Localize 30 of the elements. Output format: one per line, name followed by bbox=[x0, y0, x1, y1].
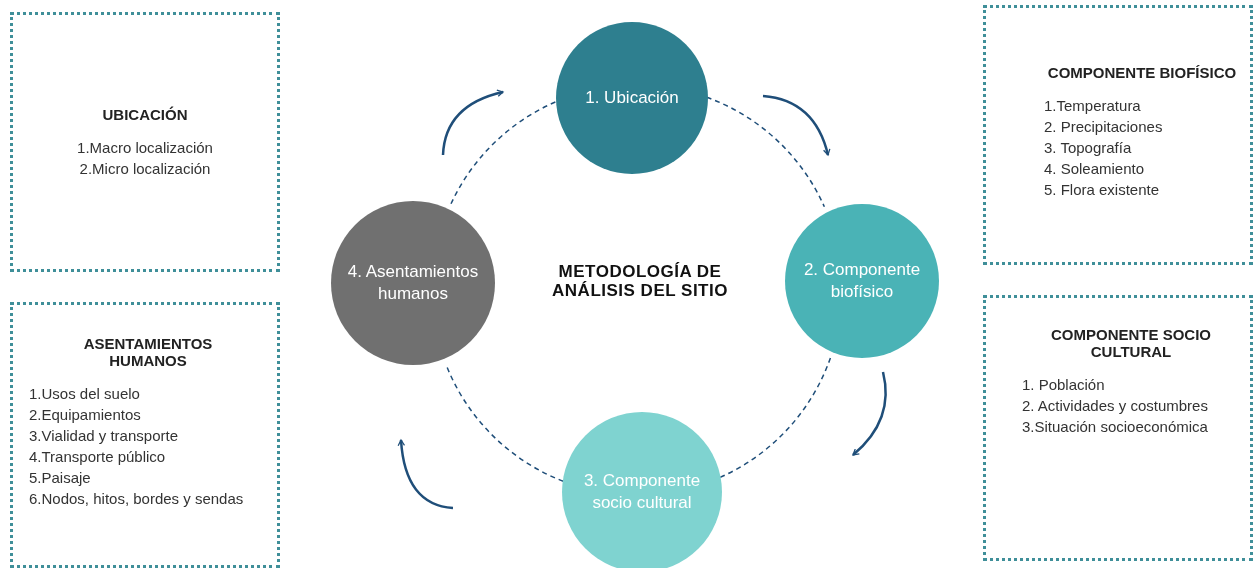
list-item: 2. Actividades y costumbres bbox=[1022, 396, 1208, 416]
info-box bbox=[983, 5, 1253, 265]
list-item: 5. Flora existente bbox=[1044, 180, 1160, 200]
list-item: 5.Paisaje bbox=[29, 468, 91, 488]
list-item: 4. Soleamiento bbox=[1044, 159, 1145, 179]
info-box bbox=[983, 295, 1253, 561]
step-label: 1. Ubicación bbox=[585, 87, 679, 109]
info-box bbox=[10, 302, 280, 568]
list-item: 3.Vialidad y transporte bbox=[29, 426, 178, 446]
info-box bbox=[10, 12, 280, 272]
list-item: 1.Usos del suelo bbox=[29, 384, 140, 404]
dashed-connector bbox=[719, 357, 832, 479]
step-label: 4. Asentamientos humanos bbox=[346, 261, 480, 305]
list-item: 1.Temperatura bbox=[1044, 96, 1141, 116]
step-label: 3. Componente socio cultural bbox=[582, 470, 702, 514]
list-item: 3.Situación socioeconómica bbox=[1022, 417, 1208, 437]
diagram-title: METODOLOGÍA DE ANÁLISIS DEL SITIO bbox=[551, 262, 729, 300]
step-label: 2. Componente biofísico bbox=[802, 259, 922, 303]
list-item: 1.Macro localización bbox=[77, 137, 213, 158]
box-heading: COMPONENTE BIOFÍSICO bbox=[1047, 64, 1237, 81]
box-heading: ASENTAMIENTOS HUMANOS bbox=[82, 335, 214, 369]
list-item: 1. Población bbox=[1022, 375, 1105, 395]
list-item: 2.Micro localización bbox=[79, 158, 211, 179]
list-item: 3. Topografía bbox=[1044, 138, 1132, 158]
list-item: 2.Equipamientos bbox=[29, 405, 141, 425]
box-heading: UBICACIÓN bbox=[102, 105, 188, 123]
list-item: 4.Transporte público bbox=[29, 447, 166, 467]
box-heading: COMPONENTE SOCIO CULTURAL bbox=[1050, 326, 1212, 360]
list-item: 2. Precipitaciones bbox=[1044, 117, 1163, 137]
list-item: 6.Nodos, hitos, bordes y sendas bbox=[29, 489, 244, 509]
